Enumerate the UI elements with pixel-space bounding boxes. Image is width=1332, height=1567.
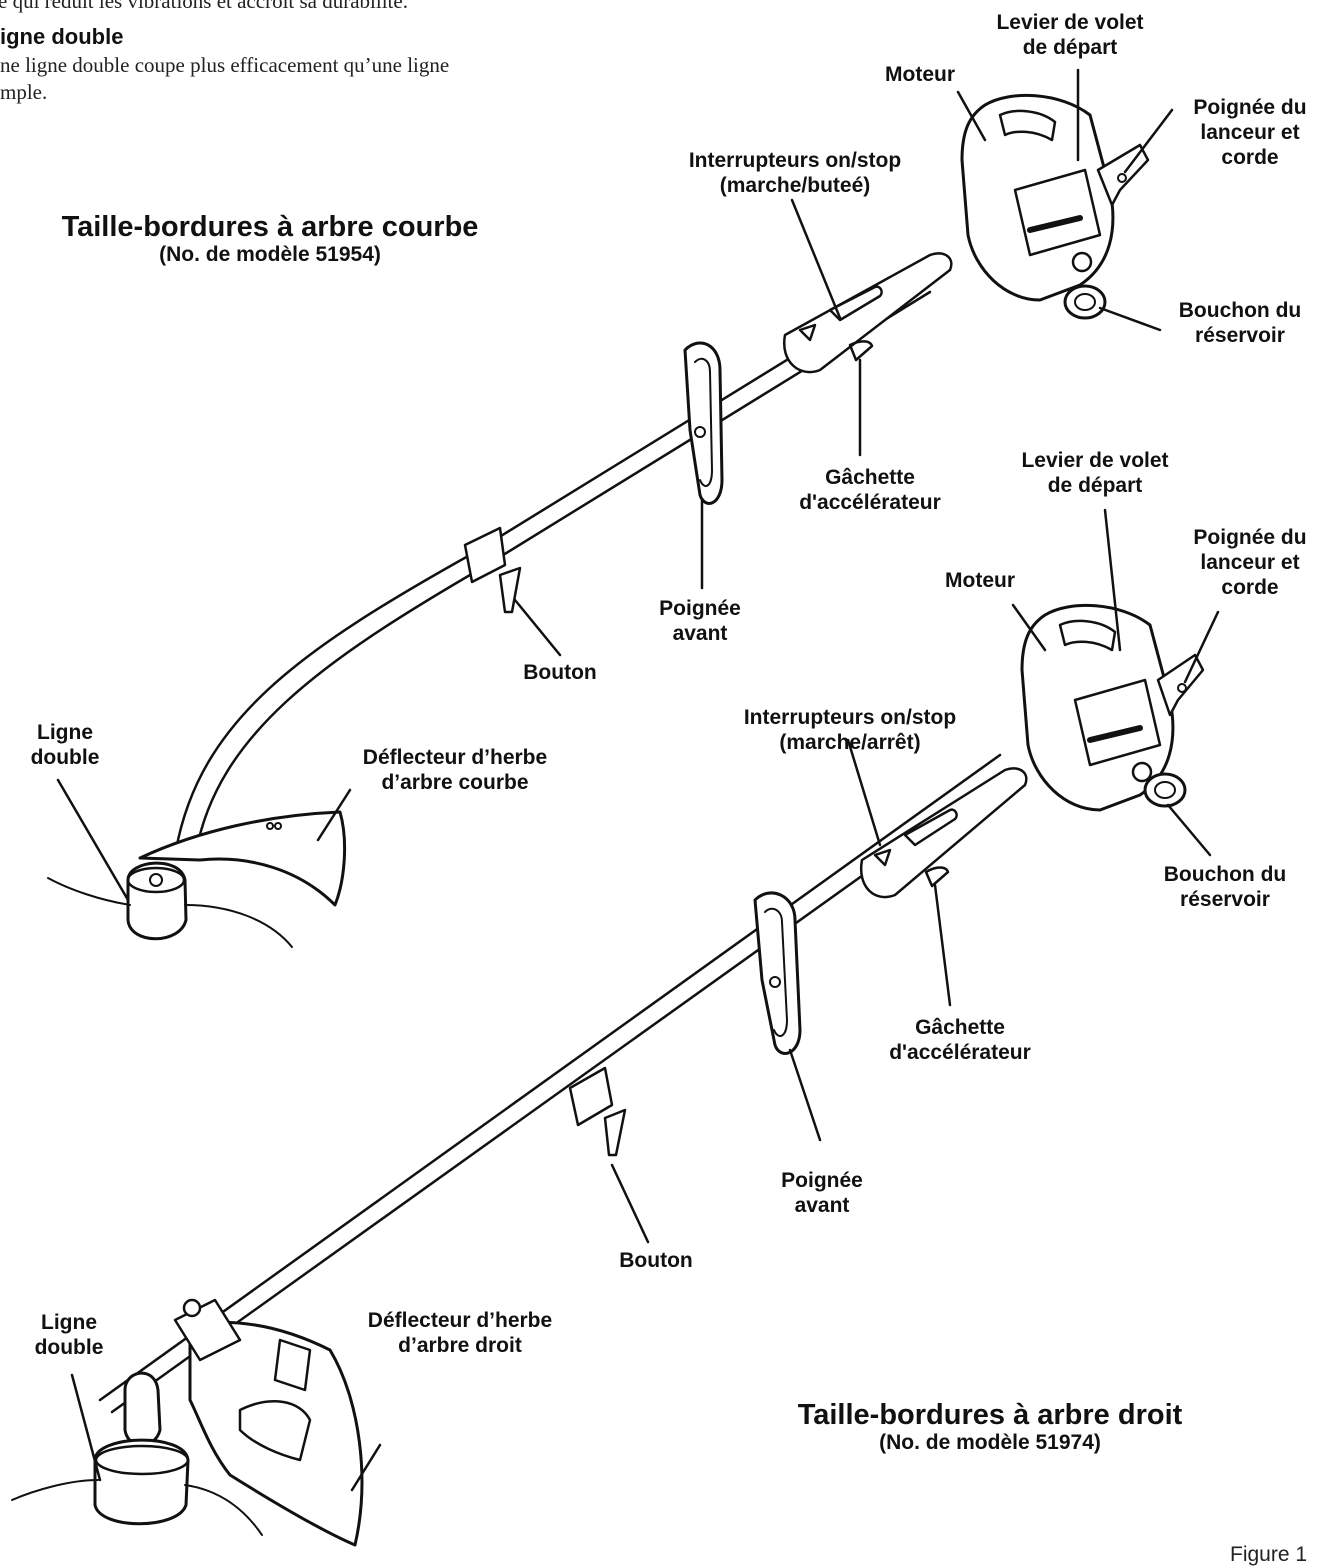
straight-fuel-cap (1145, 774, 1185, 806)
label-curved-fuel-cap: Bouchon du réservoir (1150, 298, 1330, 348)
leader-straight-knob (612, 1165, 648, 1242)
label-straight-switch: Interrupteurs on/stop (marche/arrêt) (700, 705, 1000, 755)
straight-knob (605, 1110, 625, 1155)
curved-title: Taille-bordures à arbre courbe (50, 210, 490, 244)
label-straight-deflector: Déflecteur d’herbe d’arbre droit (340, 1308, 580, 1358)
label-curved-knob: Bouton (500, 660, 620, 685)
curved-throttle-trigger (850, 341, 872, 360)
label-straight-fuel-cap: Bouchon du réservoir (1135, 862, 1315, 912)
straight-cutting-head (95, 1440, 188, 1524)
figure-caption: Figure 1 (1230, 1543, 1307, 1567)
leader-straight-fuel (1168, 805, 1210, 855)
label-curved-throttle: Gâchette d'accélérateur (770, 465, 970, 515)
label-straight-choke: Levier de volet de départ (1000, 448, 1190, 498)
straight-rear-grip (861, 768, 1026, 897)
straight-title: Taille-bordures à arbre droit (760, 1398, 1220, 1432)
straight-model: (No. de modèle 51974) (760, 1430, 1220, 1455)
label-straight-throttle: Gâchette d'accélérateur (860, 1015, 1060, 1065)
curved-coupler (465, 528, 505, 582)
leader-straight-front (790, 1050, 820, 1140)
leader-straight-switch (848, 740, 880, 845)
leader-curved-dual (58, 780, 128, 900)
label-straight-dual-line: Ligne double (14, 1310, 124, 1360)
curved-fuel-cap (1065, 286, 1105, 318)
label-curved-dual-line: Ligne double (10, 720, 120, 770)
label-curved-starter: Poignée du lanceur et corde (1170, 95, 1330, 170)
label-curved-front-handle: Poignée avant (630, 596, 770, 646)
label-curved-switch: Interrupteurs on/stop (marche/buteé) (650, 148, 940, 198)
leader-curved-knob (515, 600, 560, 655)
label-curved-choke: Levier de volet de départ (975, 10, 1165, 60)
straight-deflector (190, 1322, 362, 1545)
curved-model: (No. de modèle 51954) (50, 242, 490, 267)
curved-rear-grip (784, 253, 951, 372)
curved-knob (500, 568, 520, 612)
leader-curved-starter (1125, 110, 1172, 172)
straight-front-handle (755, 893, 800, 1053)
leader-straight-dual (72, 1375, 100, 1480)
label-straight-front-handle: Poignée avant (752, 1168, 892, 1218)
label-straight-engine: Moteur (920, 568, 1040, 593)
label-curved-engine: Moteur (860, 62, 980, 87)
label-curved-deflector: Déflecteur d’herbe d’arbre courbe (335, 745, 575, 795)
leader-straight-throttle (935, 885, 950, 1005)
label-straight-starter: Poignée du lanceur et corde (1170, 525, 1330, 600)
straight-throttle-trigger (926, 868, 948, 887)
label-straight-knob: Bouton (596, 1248, 716, 1273)
leader-curved-switch (792, 200, 840, 318)
curved-front-handle (685, 343, 722, 503)
